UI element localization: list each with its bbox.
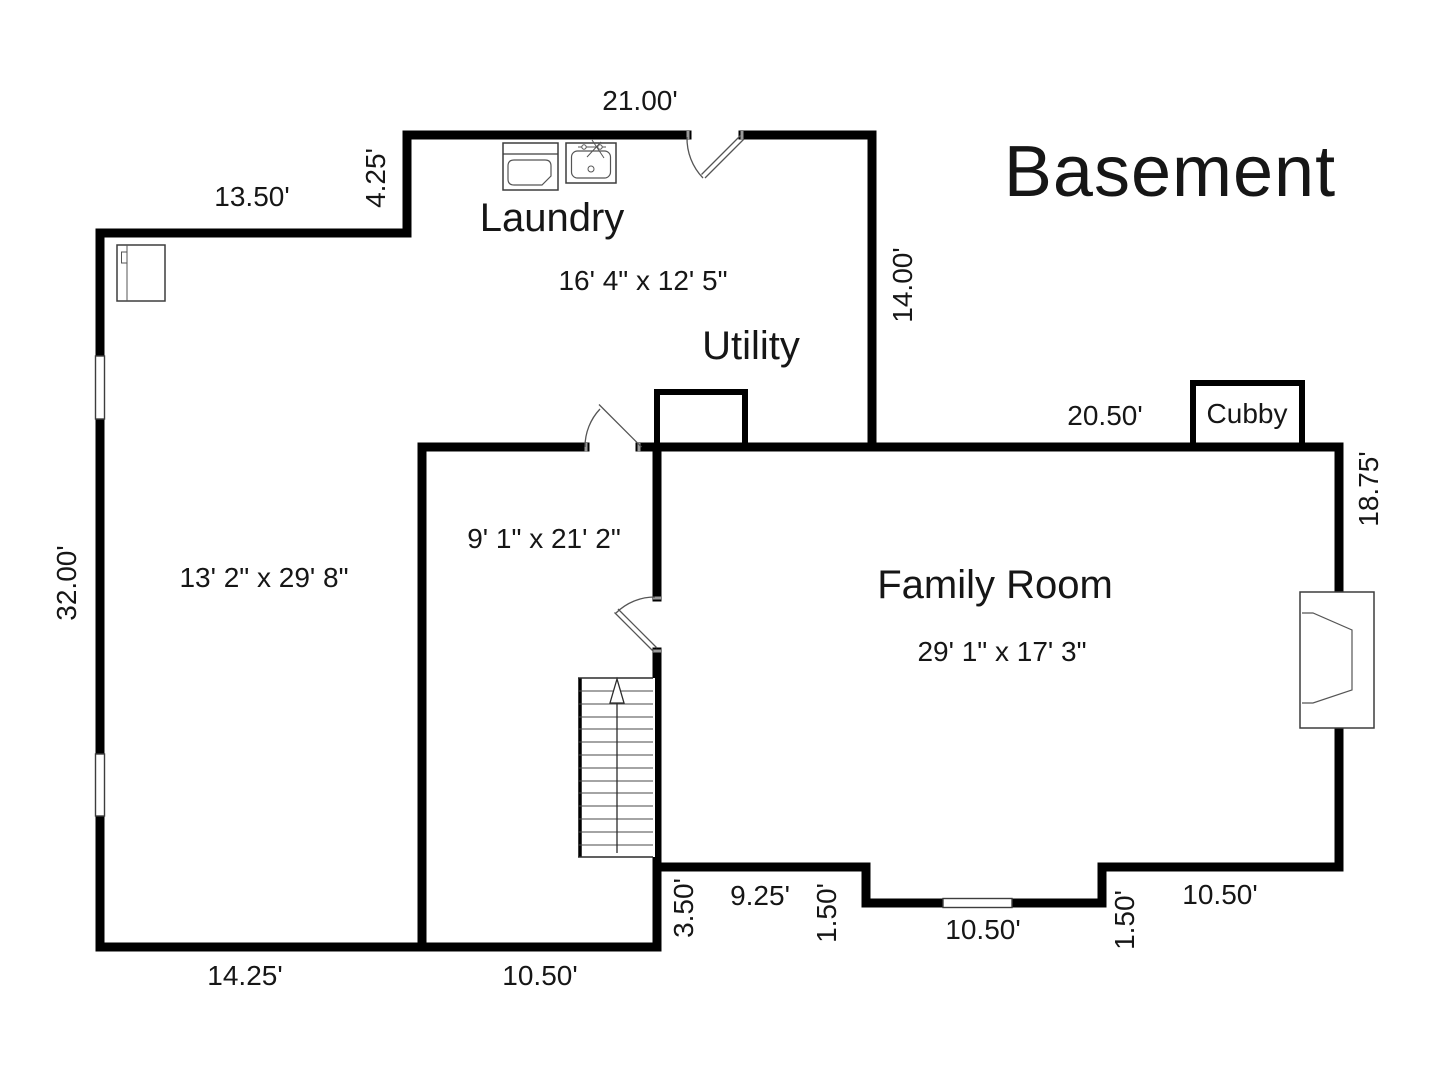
dim-step-left: 1.50'	[811, 883, 842, 943]
dim-laundry-right: 14.00'	[887, 247, 918, 323]
room-size-stair-room: 9' 1" x 21' 2"	[467, 523, 621, 554]
exterior-walls	[95, 130, 1344, 952]
room-size-family-room: 29' 1" x 17' 3"	[917, 636, 1087, 667]
room-label-cubby: Cubby	[1206, 398, 1288, 429]
room-size-left-room: 13' 2" x 29' 8"	[179, 562, 349, 593]
dim-left-room-bottom: 14.25'	[207, 960, 283, 991]
dim-family-bottom-left: 9.25'	[730, 880, 790, 911]
washer-icon	[502, 142, 559, 191]
dim-family-bottom-right: 10.50'	[1182, 879, 1258, 910]
page-title: Basement	[1003, 132, 1337, 212]
room-label-utility: Utility	[702, 324, 800, 368]
room-size-laundry: 16' 4" x 12' 5"	[558, 265, 728, 296]
dim-laundry-top: 21.00'	[602, 85, 678, 116]
freezer-icon	[116, 244, 166, 302]
stairs-up-arrow-icon	[609, 676, 625, 853]
sink-icon	[565, 139, 617, 184]
dim-stair-room-bottom: 10.50'	[502, 960, 578, 991]
dim-step-right: 1.50'	[1109, 890, 1140, 950]
door-utility-icon	[584, 404, 642, 448]
room-label-family-room: Family Room	[877, 563, 1113, 607]
stairs-icon	[578, 676, 655, 858]
utility-chase-walls	[654, 389, 748, 450]
dim-family-step-left: 3.50'	[668, 878, 699, 938]
door-laundry-entry-icon	[686, 135, 745, 179]
dim-upper-left: 13.50'	[214, 181, 290, 212]
door-stair-room-icon	[614, 596, 658, 652]
dim-family-top: 20.50'	[1067, 400, 1143, 431]
dim-family-right: 18.75'	[1353, 451, 1384, 527]
dim-left-jog: 4.25'	[360, 148, 391, 208]
dim-left-side: 32.00'	[51, 545, 82, 621]
dim-bay-bottom: 10.50'	[945, 914, 1021, 945]
room-label-laundry: Laundry	[479, 196, 625, 240]
fireplace-icon	[1299, 591, 1375, 729]
window-left-lower-icon	[94, 753, 106, 817]
window-bottom-icon	[942, 897, 1013, 909]
cubby-walls	[1190, 380, 1305, 450]
window-left-upper-icon	[94, 355, 106, 420]
